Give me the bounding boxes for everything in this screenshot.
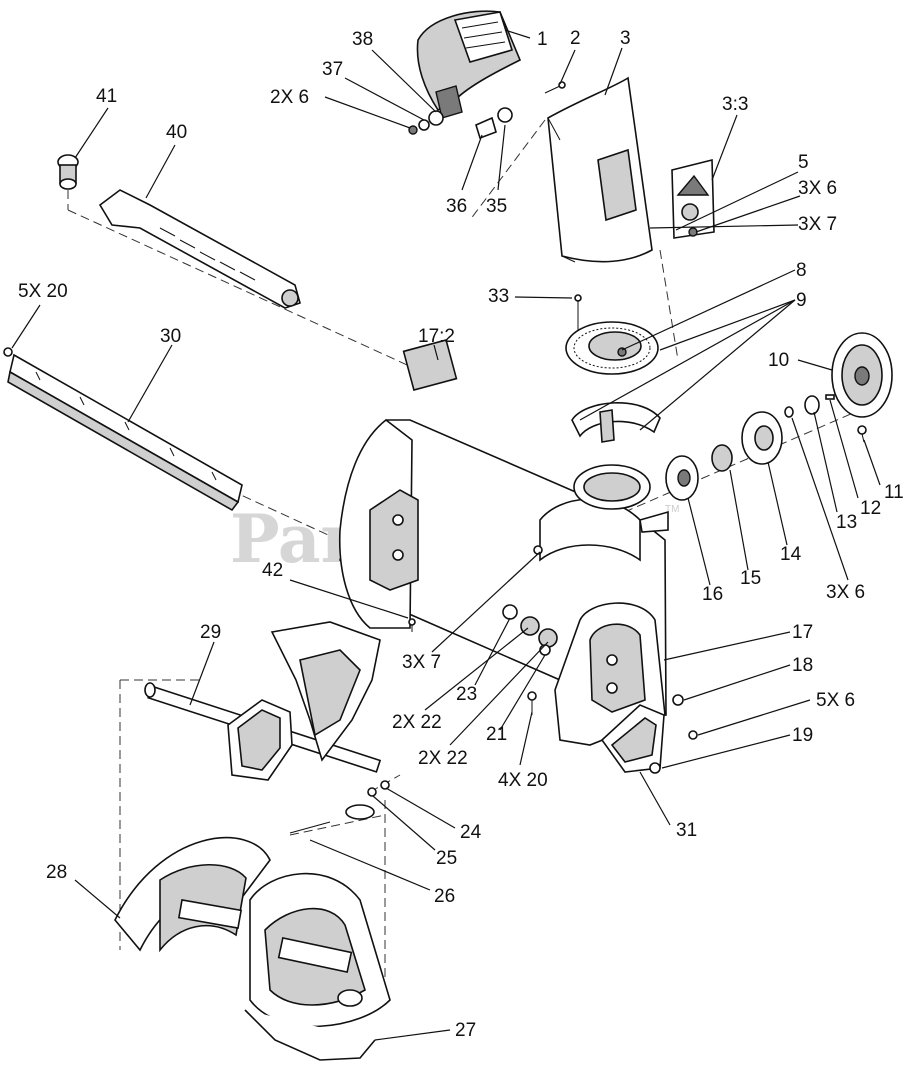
callout-16: 16 [702, 584, 723, 605]
part-chute-ring-gear [565, 321, 659, 375]
callout-17-2: 17:2 [418, 326, 455, 347]
part-impeller [270, 621, 381, 762]
callout-37: 37 [322, 59, 343, 80]
callout-29: 29 [200, 622, 221, 643]
callout-5x20: 5X 20 [18, 281, 68, 302]
callout-36: 36 [446, 196, 467, 217]
callout-42: 42 [262, 560, 283, 581]
part-auger-housing [338, 339, 669, 746]
callout-35: 35 [486, 196, 507, 217]
callout-25: 25 [436, 848, 457, 869]
callout-24: 24 [460, 822, 482, 843]
callout-18: 18 [792, 655, 813, 676]
callout-17: 17 [792, 622, 813, 643]
callout-12: 12 [860, 498, 881, 519]
callout-3-3: 3:3 [722, 94, 748, 115]
callout-33: 33 [488, 286, 509, 307]
callout-3: 3 [620, 28, 631, 49]
callout-labels: 1 2 3 3:3 38 37 2X 6 36 35 41 40 5 3X 6 … [18, 28, 904, 1041]
callout-30: 30 [160, 326, 181, 347]
callout-2: 2 [570, 28, 581, 49]
callout-31: 31 [676, 820, 697, 841]
callout-2x22-b: 2X 22 [418, 748, 468, 769]
part-chute-clamp [571, 401, 661, 443]
part-skid-shoe [600, 694, 698, 774]
callout-41: 41 [96, 86, 117, 107]
watermark-tm: TM [665, 504, 679, 515]
callout-3x6-b: 3X 6 [826, 582, 865, 603]
callout-3x7-b: 3X 7 [402, 652, 441, 673]
callout-1: 1 [537, 29, 548, 50]
callout-9: 9 [796, 290, 807, 311]
part-chute-crank [57, 154, 301, 309]
part-chute-fasteners [408, 81, 698, 335]
callout-5x6: 5X 6 [816, 690, 855, 711]
callout-28: 28 [46, 862, 67, 883]
callout-40: 40 [166, 122, 187, 143]
callout-3x7-a: 3X 7 [798, 214, 837, 235]
callout-2x22-a: 2X 22 [392, 712, 442, 733]
part-discharge-chute [547, 76, 653, 263]
callout-21: 21 [486, 724, 507, 745]
callout-38: 38 [352, 29, 373, 50]
part-decal [671, 158, 715, 239]
callout-26: 26 [434, 886, 455, 907]
callout-23: 23 [456, 684, 477, 705]
callout-leaders [11, 29, 881, 1041]
callout-27: 27 [455, 1020, 476, 1041]
part-bearing-stack [665, 332, 893, 501]
callout-5: 5 [798, 152, 809, 173]
part-chute-deflector [416, 10, 522, 119]
callout-10: 10 [768, 350, 789, 371]
callout-3x6-a: 3X 6 [798, 178, 837, 199]
callout-2x6: 2X 6 [270, 87, 309, 108]
callout-4x20: 4X 20 [498, 770, 548, 791]
callout-14: 14 [780, 544, 802, 565]
part-auger-flights [114, 836, 391, 1061]
callout-13: 13 [836, 512, 857, 533]
callout-19: 19 [792, 725, 813, 746]
part-scraper-blade [3, 347, 243, 512]
callout-8: 8 [796, 260, 807, 281]
callout-15: 15 [740, 568, 761, 589]
callout-11: 11 [884, 482, 904, 503]
